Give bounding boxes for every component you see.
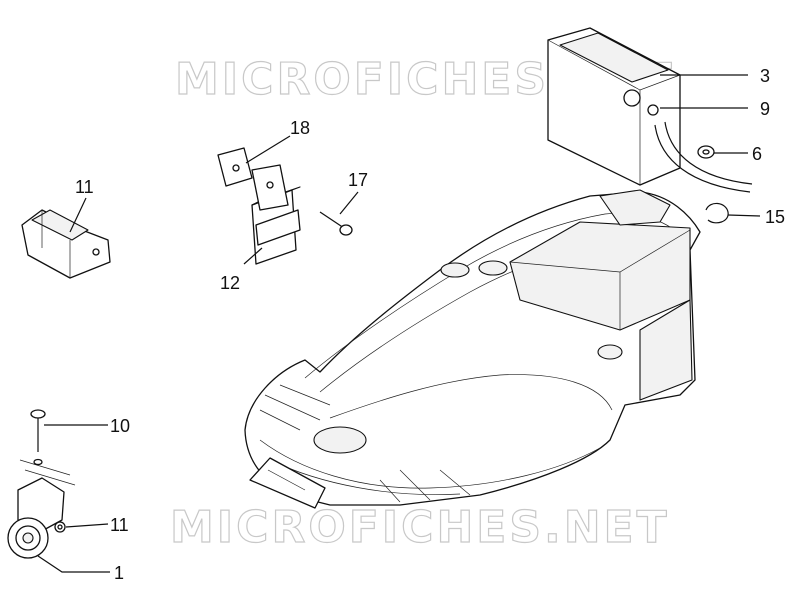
screw-part-10 — [30, 409, 46, 466]
callout-17: 17 — [348, 170, 368, 190]
clamp-part-15 — [705, 202, 729, 224]
relay-part-11-left — [21, 209, 111, 279]
callout-6: 6 — [752, 144, 762, 164]
callout-18: 18 — [290, 118, 310, 138]
callout-11-nut: 11 — [110, 515, 129, 535]
leader-lines — [37, 74, 761, 573]
callout-15: 15 — [765, 207, 785, 227]
nut-part-11 — [54, 521, 66, 533]
horn-part-1 — [7, 459, 76, 559]
callout-9: 9 — [760, 99, 770, 119]
callout-3: 3 — [760, 66, 770, 86]
screw-part-17 — [319, 211, 353, 236]
ring-part-9 — [647, 104, 659, 116]
helmet-compartment — [244, 189, 701, 509]
callout-labels: 3 9 6 15 18 17 12 11 10 11 1 — [75, 66, 785, 583]
battery — [547, 27, 753, 193]
callout-12: 12 — [220, 273, 240, 293]
watermark-bottom: MICROFICHES.NET — [170, 502, 670, 553]
washer-part-6 — [697, 145, 715, 159]
callout-10: 10 — [110, 416, 130, 436]
callout-1: 1 — [114, 563, 124, 583]
bracket-part-18 — [217, 147, 289, 211]
callout-11-relay: 11 — [75, 177, 94, 197]
